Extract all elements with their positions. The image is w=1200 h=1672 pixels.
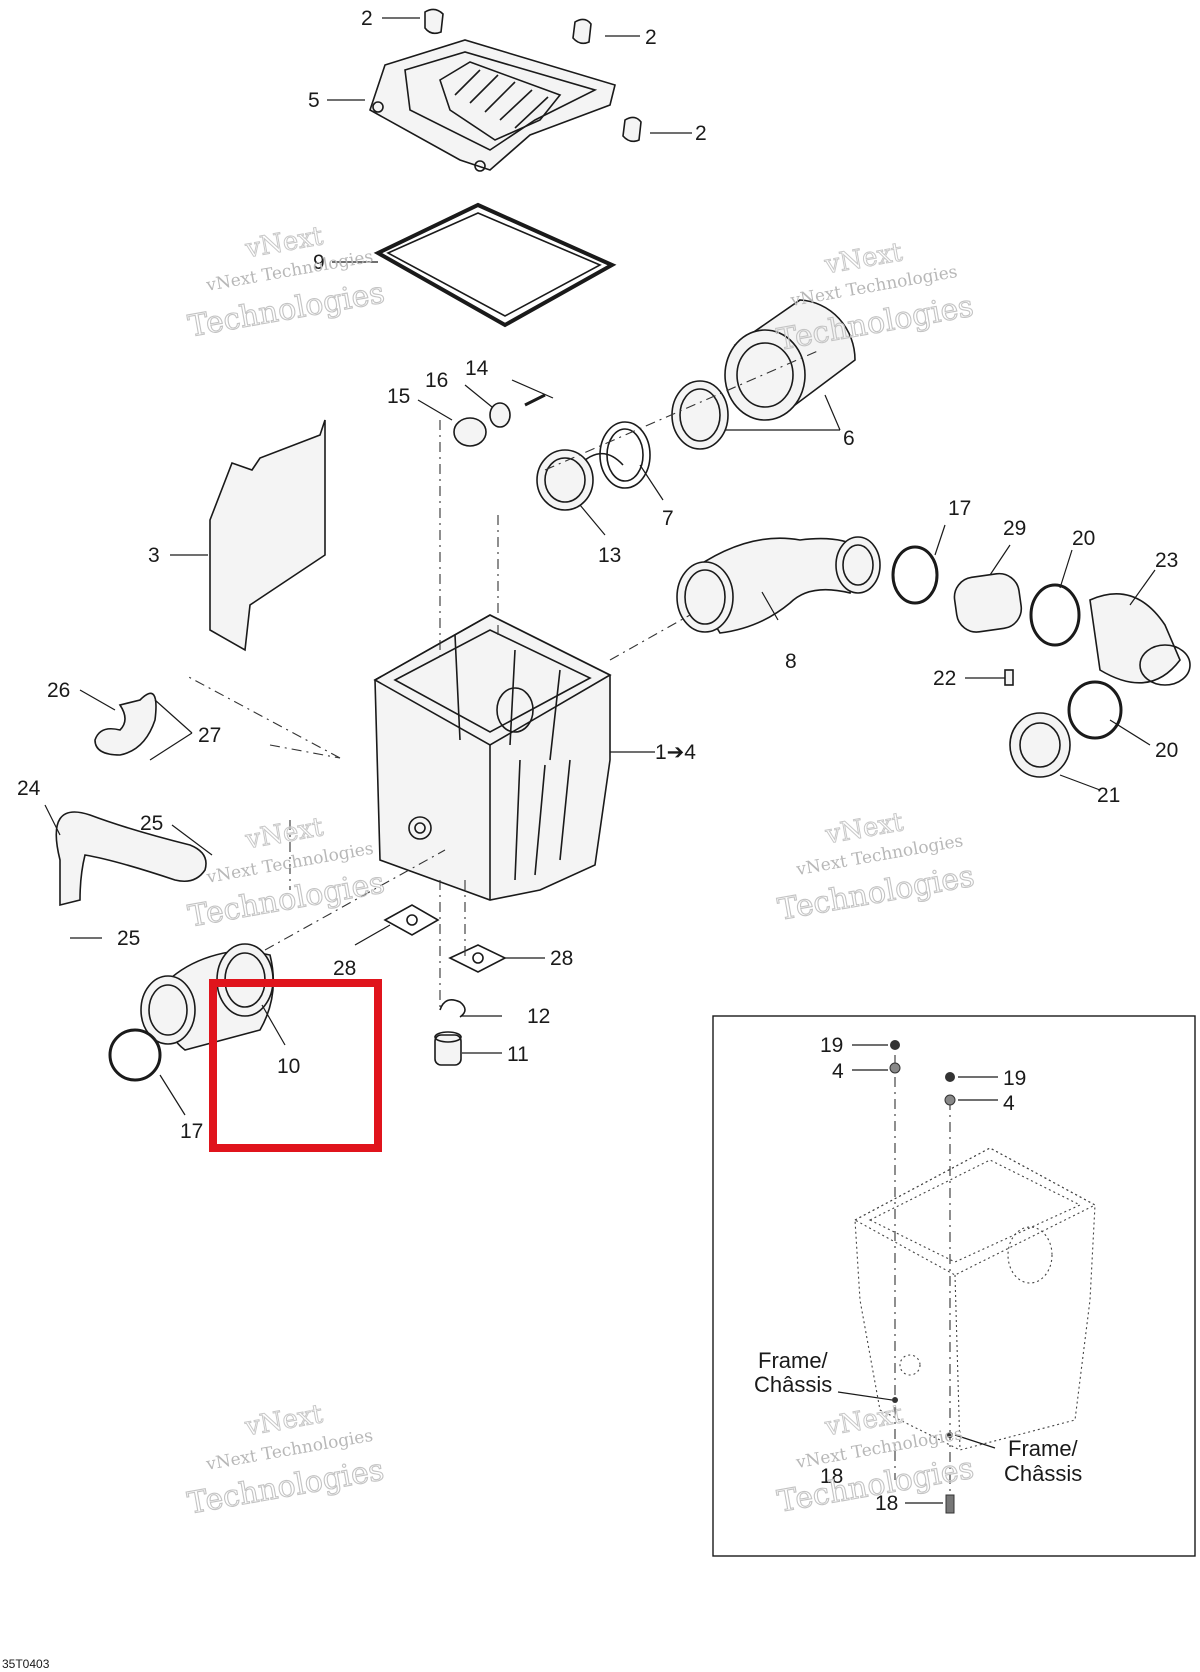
callout-11: 11 — [507, 1043, 529, 1066]
watermark-group: vNext vNext Technologies Technologies — [775, 807, 978, 929]
callout-14: 14 — [465, 357, 489, 380]
airbox-cover-part — [369, 39, 616, 172]
callout-18-inset-upper: 18 — [820, 1465, 843, 1488]
callout-28-left: 28 — [333, 957, 356, 980]
callout-25-upper: 25 — [140, 812, 163, 835]
callout-16: 16 — [425, 369, 448, 392]
callout-5: 5 — [308, 89, 320, 112]
callout-13: 13 — [598, 544, 621, 567]
airbox-part — [373, 614, 612, 901]
clamp-parts — [891, 545, 1081, 647]
frame-label-left-line2: Châssis — [754, 1372, 832, 1397]
callout-8: 8 — [785, 650, 797, 673]
callout-15: 15 — [387, 385, 410, 408]
plug-parts — [453, 393, 546, 447]
callout-2-lower: 2 — [695, 122, 707, 145]
callout-29: 29 — [1003, 517, 1026, 540]
callout-4-inset-right: 4 — [1003, 1092, 1015, 1115]
callout-6: 6 — [843, 427, 855, 450]
callout-26: 26 — [47, 679, 70, 702]
inlet-adapter-part — [108, 943, 275, 1082]
callout-25-lower: 25 — [117, 927, 140, 950]
callout-17-left: 17 — [180, 1120, 203, 1143]
frame-label-right-line1: Frame/ — [1008, 1436, 1079, 1461]
deflector-part — [209, 419, 326, 652]
callout-28-right: 28 — [550, 947, 573, 970]
adapter-part — [1004, 669, 1123, 778]
drawing-code: 35T0403 — [2, 1657, 50, 1671]
elbow-part — [1089, 593, 1191, 686]
watermark-group: vNext vNext Technologies Technologies — [774, 1399, 977, 1521]
callout-20-top: 20 — [1072, 527, 1095, 550]
callout-24: 24 — [17, 777, 41, 800]
frame-label-left-line1: Frame/ — [758, 1348, 829, 1373]
callout-27: 27 — [198, 724, 221, 747]
callout-9: 9 — [313, 251, 325, 274]
assembly-lines — [184, 349, 821, 1010]
clip-part — [424, 8, 642, 143]
callout-18-inset-lower: 18 — [875, 1492, 898, 1515]
callout-19-inset-right: 19 — [1003, 1067, 1026, 1090]
gasket-part — [373, 202, 617, 328]
leader-lines — [44, 17, 1156, 1116]
callout-10: 10 — [277, 1055, 300, 1078]
callout-23: 23 — [1155, 549, 1178, 572]
callout-7: 7 — [662, 507, 674, 530]
small-parts — [383, 904, 507, 1066]
callout-2-top: 2 — [361, 7, 373, 30]
callout-labels: 2 2 5 2 9 6 14 16 15 7 13 3 17 29 20 23 … — [17, 7, 1178, 1515]
highlight-box — [209, 979, 382, 1152]
watermark-group: vNext vNext Technologies Technologies — [774, 237, 977, 359]
callout-21: 21 — [1097, 784, 1120, 807]
callout-4-inset-left: 4 — [832, 1060, 844, 1083]
callout-1-to-4: 1➔4 — [655, 741, 696, 764]
callout-2-right: 2 — [645, 26, 657, 49]
watermark-group: vNext vNext Technologies Technologies — [185, 812, 388, 935]
callout-17-right: 17 — [948, 497, 971, 520]
drain-hose-part — [55, 692, 207, 907]
callout-20-lower: 20 — [1155, 739, 1178, 762]
callout-3: 3 — [148, 544, 160, 567]
callout-12: 12 — [527, 1005, 550, 1028]
air-filter-part — [536, 299, 856, 511]
callout-19-inset-left: 19 — [820, 1034, 843, 1057]
frame-label-right-line2: Châssis — [1004, 1461, 1082, 1486]
inset-panel — [712, 1015, 1196, 1557]
callout-22: 22 — [933, 667, 956, 690]
frame-labels: Frame/ Châssis Frame/ Châssis — [754, 1348, 1082, 1486]
watermark-group: vNext vNext Technologies Technologies — [184, 1399, 387, 1522]
intake-tube-part — [676, 536, 881, 634]
watermark-group: vNext vNext Technologies Technologies — [185, 221, 388, 345]
